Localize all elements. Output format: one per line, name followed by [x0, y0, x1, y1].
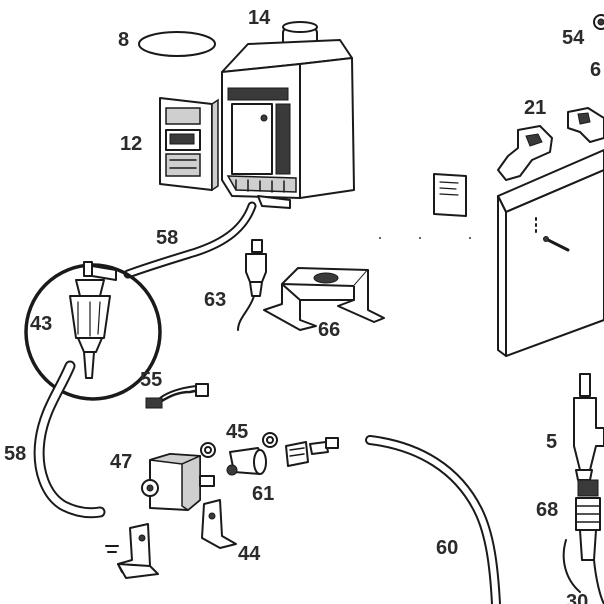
callout-5: 5 — [546, 431, 557, 453]
callout-45: 45 — [226, 421, 248, 443]
part-47-pump — [141, 453, 215, 511]
stray-dots — [379, 237, 471, 239]
callout-66: 66 — [318, 319, 340, 341]
callout-54: 54 — [562, 27, 585, 49]
part-8-gasket — [138, 31, 216, 57]
callout-21: 21 — [524, 97, 546, 119]
part-66-bracket — [263, 267, 385, 331]
enclosure-box — [497, 149, 604, 357]
callout-68: 68 — [536, 499, 558, 521]
callout-6: 6 — [590, 59, 601, 81]
part-5-fitting — [573, 373, 604, 481]
callout-12: 12 — [120, 133, 142, 155]
callout-44: 44 — [238, 543, 261, 565]
tube-60 — [365, 435, 501, 604]
part-63-probe — [237, 239, 267, 331]
tube-58-upper — [123, 201, 257, 279]
callout-8: 8 — [118, 29, 129, 51]
part-43-filter — [24, 261, 162, 401]
part-21-clips — [497, 107, 604, 181]
callout-61: 61 — [252, 483, 274, 505]
callout-30: 30 — [566, 591, 588, 604]
part-44-brackets — [105, 499, 237, 579]
callout-60: 60 — [436, 537, 458, 559]
callout-55: 55 — [140, 369, 162, 391]
part-14-reservoir — [221, 21, 355, 209]
callout-47: 47 — [110, 451, 132, 473]
part-55-connector — [145, 383, 209, 409]
callout-14: 14 — [248, 7, 271, 29]
part-54-fitting — [593, 14, 604, 30]
label-card — [433, 173, 467, 217]
callout-43: 43 — [30, 313, 52, 335]
tube-58-lower — [33, 360, 106, 519]
part-45-61-fittings — [200, 432, 339, 476]
callout-58-left: 58 — [4, 443, 26, 465]
callout-63: 63 — [204, 289, 226, 311]
part-68-connector — [562, 479, 604, 604]
callout-58-top: 58 — [156, 227, 178, 249]
part-12-heater-bracket — [159, 97, 219, 192]
